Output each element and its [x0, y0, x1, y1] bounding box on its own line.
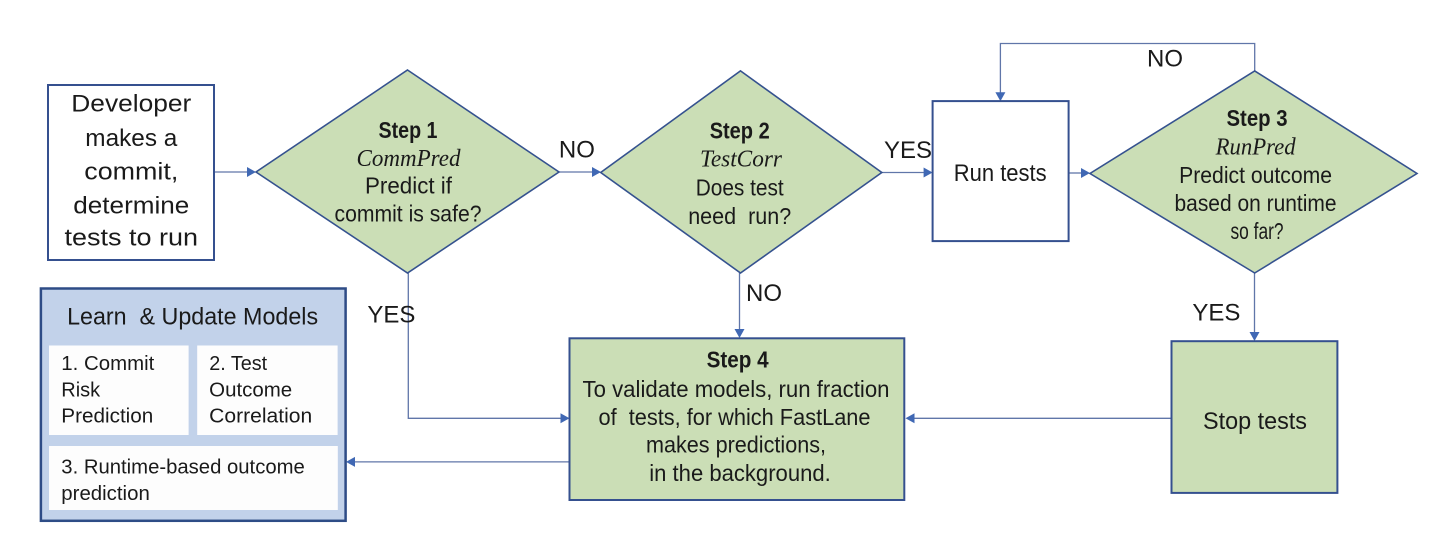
svg-text:Correlation: Correlation — [209, 406, 312, 428]
svg-text:YES: YES — [884, 137, 932, 164]
svg-text:YES: YES — [367, 302, 415, 329]
svg-text:commit is safe?: commit is safe? — [335, 200, 482, 226]
svg-text:YES: YES — [1192, 300, 1240, 327]
svg-text:Learn & Update Models: Learn & Update Models — [67, 303, 318, 330]
svg-text:commit,: commit, — [84, 159, 178, 186]
svg-text:Step 2: Step 2 — [710, 118, 770, 144]
svg-text:makes predictions,: makes predictions, — [646, 432, 826, 458]
svg-text:2. Test: 2. Test — [209, 353, 267, 375]
svg-text:Stop tests: Stop tests — [1203, 408, 1307, 435]
svg-text:so far?: so far? — [1231, 218, 1284, 244]
svg-text:in the background.: in the background. — [649, 460, 831, 486]
svg-text:CommPred: CommPred — [357, 146, 462, 172]
svg-text:Predict if: Predict if — [365, 173, 453, 199]
svg-text:prediction: prediction — [61, 483, 150, 505]
svg-text:NO: NO — [746, 280, 782, 307]
svg-text:makes a: makes a — [85, 125, 178, 152]
svg-text:NO: NO — [1147, 46, 1183, 73]
svg-text:need run?: need run? — [688, 203, 791, 229]
svg-text:To validate models, run fracti: To validate models, run fraction — [583, 376, 890, 402]
svg-text:Step 1: Step 1 — [379, 117, 438, 143]
svg-text:3. Runtime-based outcome: 3. Runtime-based outcome — [61, 457, 304, 479]
svg-text:TestCorr: TestCorr — [700, 147, 783, 173]
svg-text:1. Commit: 1. Commit — [61, 353, 154, 375]
svg-text:tests to run: tests to run — [65, 225, 199, 252]
svg-text:Outcome: Outcome — [209, 379, 292, 401]
svg-text:Prediction: Prediction — [61, 406, 153, 428]
svg-text:Predict outcome: Predict outcome — [1179, 162, 1332, 188]
svg-text:Risk: Risk — [61, 379, 101, 401]
svg-text:of tests, for which FastLane: of tests, for which FastLane — [599, 404, 871, 430]
svg-text:Developer: Developer — [71, 91, 191, 118]
svg-text:Step 3: Step 3 — [1227, 105, 1288, 131]
svg-text:based on runtime: based on runtime — [1175, 190, 1337, 216]
svg-text:NO: NO — [559, 137, 595, 164]
svg-text:Does test: Does test — [696, 174, 785, 200]
svg-text:determine: determine — [73, 192, 189, 219]
svg-text:Run tests: Run tests — [954, 160, 1047, 187]
svg-text:RunPred: RunPred — [1215, 135, 1297, 161]
svg-text:Step 4: Step 4 — [707, 347, 769, 373]
